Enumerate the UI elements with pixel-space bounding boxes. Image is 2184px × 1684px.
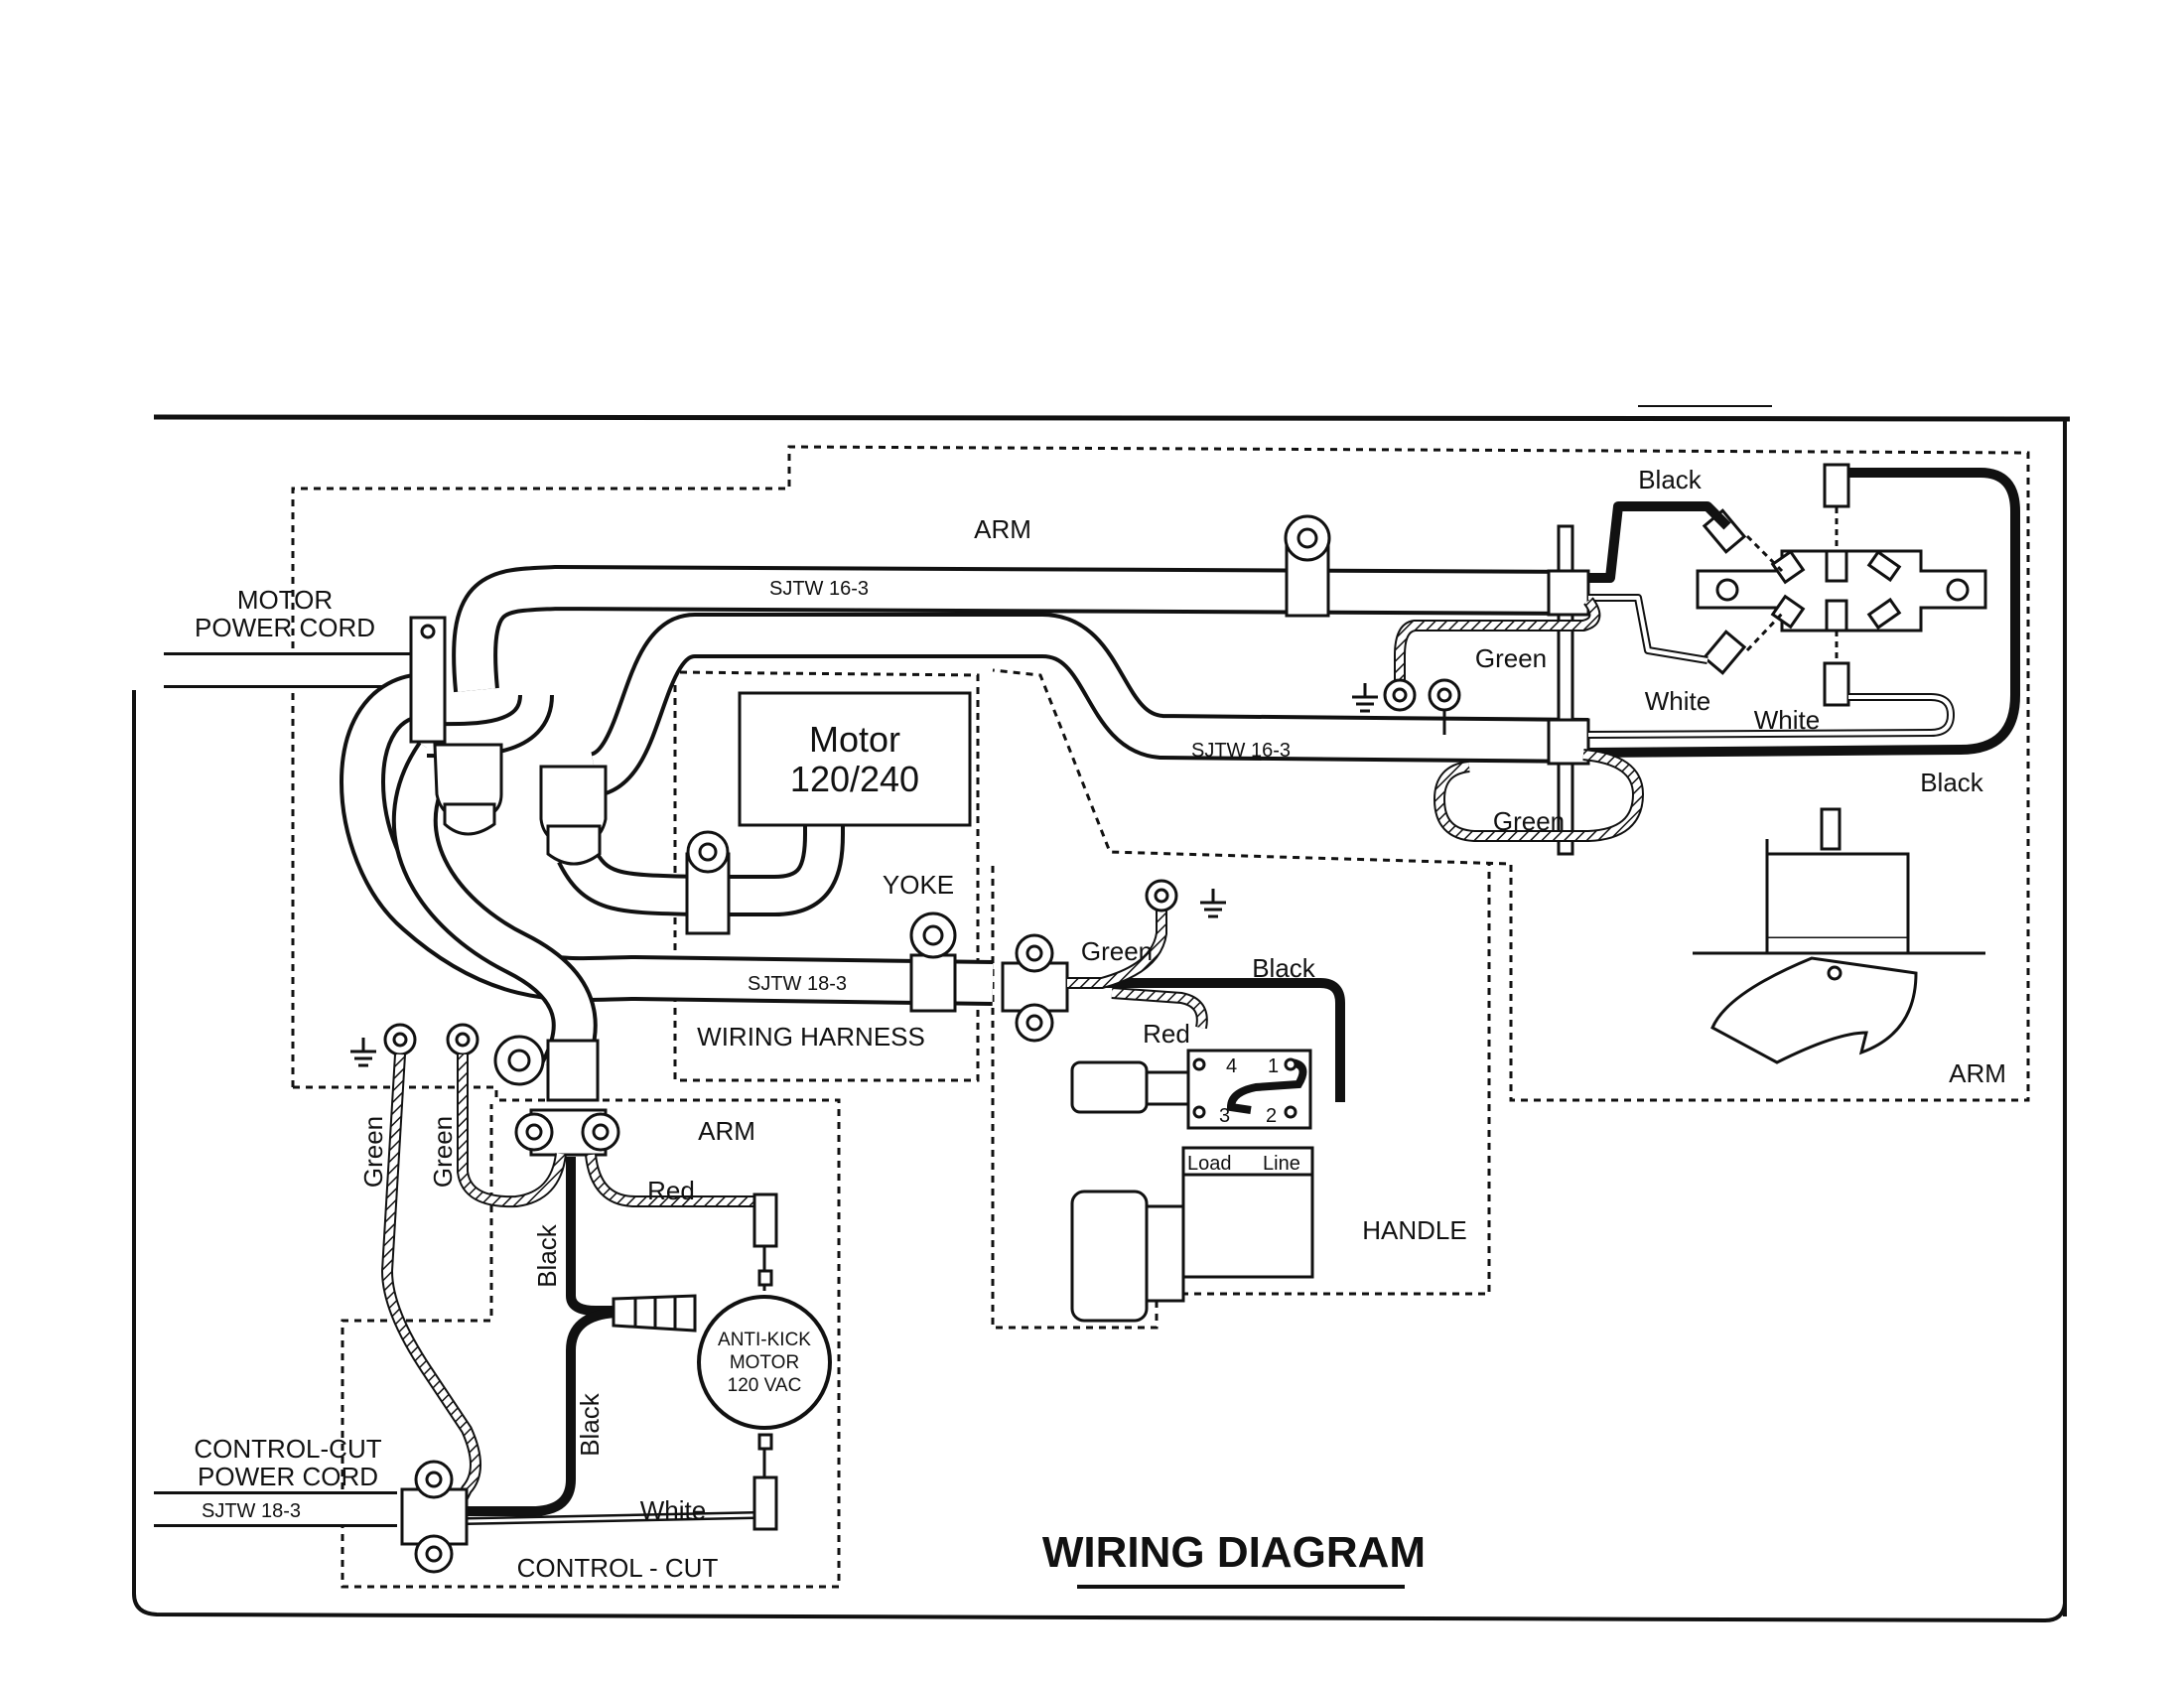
switch-terminal-labels: 4 1 3 2 (1219, 1055, 1279, 1127)
connector-icon (752, 1193, 778, 1531)
handle-region (991, 864, 1491, 1330)
wire-black-cc-2: Black (575, 1392, 605, 1457)
yoke-label: YOKE (883, 870, 954, 900)
cord-upper-label: SJTW 16-3 (769, 578, 869, 600)
anti-kick-motor: ANTI-KICK MOTOR 120 VAC (697, 1295, 832, 1430)
terminal-2: 2 (1266, 1105, 1277, 1127)
terminal-1: 1 (1268, 1055, 1279, 1077)
wire-white-mid: White (1645, 686, 1710, 716)
line-label: Line (1263, 1153, 1300, 1175)
load-label: Load (1187, 1153, 1232, 1175)
wire-black-handle: Black (1252, 953, 1316, 983)
terminal-3: 3 (1219, 1105, 1230, 1127)
black-wire-handle (1067, 978, 1345, 1102)
cord-tubes (154, 565, 1589, 1527)
control-cut-upper-clamp (514, 1108, 620, 1157)
arm-left-label: ARM (698, 1116, 755, 1146)
upper-arm-cord (452, 565, 1589, 693)
motor-box: Motor 120/240 (738, 691, 972, 827)
black-wire-cc-2 (467, 1308, 616, 1516)
cord-entries (1547, 569, 1590, 766)
wire-nut-icon (612, 1294, 697, 1333)
control-cut-cord-type: SJTW 18-3 (202, 1500, 301, 1522)
arm-right-label: ARM (1949, 1058, 2006, 1088)
arm-wires (1394, 468, 2020, 842)
control-cut-cord-clamp (400, 1460, 469, 1574)
motor-rating: 120/240 (790, 759, 919, 799)
cord-clamp-icon (409, 514, 1331, 1102)
ring-terminal-icon (383, 1023, 479, 1056)
motor-name: Motor (809, 719, 900, 760)
wire-red-cc: Red (647, 1176, 695, 1205)
wiring-harness-region (673, 670, 980, 1082)
wire-black-right: Black (1920, 768, 1984, 797)
ground-icon (350, 1038, 376, 1067)
wire-green-left-1: Green (358, 1116, 388, 1188)
black-wire-cc-1 (566, 1157, 615, 1316)
arm-top-region (291, 445, 2030, 1102)
terminal-block (1696, 549, 1987, 632)
control-cut-cord-label-2: POWER CORD (198, 1462, 378, 1491)
wire-green-arm-upper: Green (1475, 643, 1547, 673)
handle-switch (1070, 1049, 1312, 1130)
motor-power-cord-label-1: MOTOR (237, 585, 333, 615)
control-cut-label: CONTROL - CUT (517, 1553, 719, 1583)
handle-cord-clamp (1001, 933, 1069, 1043)
blade-guard-assembly (1693, 807, 1985, 1064)
handle-label: HANDLE (1362, 1215, 1466, 1245)
wire-black-cc-1: Black (532, 1223, 562, 1288)
black-wire-right (1587, 468, 2020, 758)
wire-green-left-2: Green (428, 1116, 458, 1188)
page-frame (132, 405, 2071, 1623)
wire-white-cc: White (640, 1495, 706, 1525)
ground-icon (1200, 889, 1226, 918)
control-cut-cord-label-1: CONTROL-CUT (194, 1434, 381, 1464)
wire-green-handle: Green (1081, 936, 1153, 966)
ground-icon (1352, 683, 1378, 713)
left-vertical-cord (391, 741, 598, 1083)
dashed-regions (291, 445, 2030, 1589)
control-cut-wires (381, 1053, 766, 1525)
wire-white-low: White (1754, 705, 1820, 735)
motor-power-cord-label-2: POWER CORD (195, 613, 375, 642)
wiring-harness-label: WIRING HARNESS (697, 1022, 925, 1052)
connector-icon (1702, 463, 1850, 707)
arm-top-label: ARM (974, 514, 1031, 544)
page-title: WIRING DIAGRAM (1042, 1528, 1426, 1577)
cord-lower-label: SJTW 16-3 (1191, 740, 1291, 762)
wire-green-arm-lower: Green (1493, 806, 1565, 836)
harness-cord-label: SJTW 18-3 (748, 973, 847, 995)
control-cut-region (293, 1085, 841, 1589)
anti-kick-line-2: MOTOR (730, 1352, 799, 1373)
strain-relief-boots (433, 743, 608, 866)
diagram-title: WIRING DIAGRAM (1042, 1528, 1426, 1589)
diagram-labels: MOTOR POWER CORD ARM SJTW 16-3 SJTW 16-3… (194, 465, 2006, 1583)
wire-black-top: Black (1638, 465, 1703, 494)
anti-kick-line-3: 120 VAC (728, 1375, 802, 1396)
terminal-4: 4 (1226, 1055, 1237, 1077)
motor-lead-cord (588, 613, 1589, 797)
anti-kick-line-1: ANTI-KICK (718, 1330, 811, 1350)
wire-red-handle: Red (1143, 1019, 1190, 1049)
ring-terminal-icon (1383, 678, 1461, 735)
handle-trigger (1070, 1146, 1314, 1323)
handle-ring-terminal (1145, 879, 1178, 912)
black-wire-top (1588, 501, 1731, 583)
handle-wires (1067, 909, 1345, 1102)
